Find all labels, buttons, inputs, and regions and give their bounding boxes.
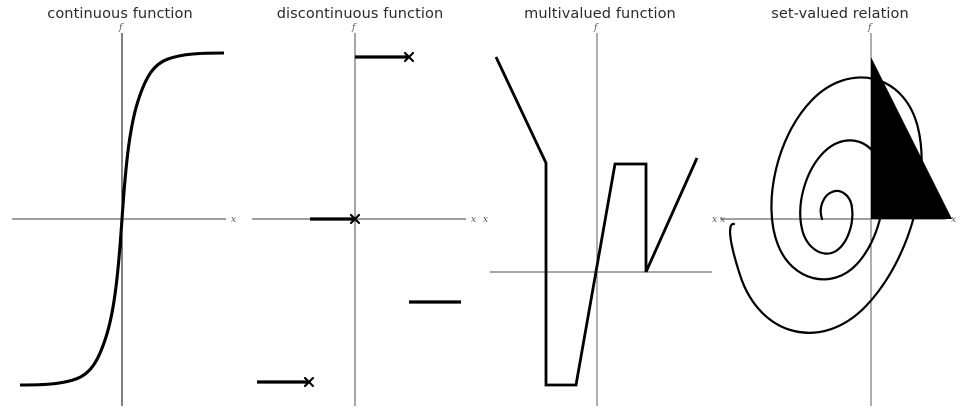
- panel-discontinuous-function: discontinuous function x f: [240, 0, 480, 412]
- panel-title-set-valued: set-valued relation: [771, 6, 909, 22]
- filled-triangle-shape: [871, 57, 952, 219]
- y-axis-label: f: [593, 23, 599, 33]
- panel-set-valued-relation: set-valued relation x x f: [720, 0, 960, 412]
- x-axis-label: x: [951, 215, 956, 225]
- open-endpoint-x-icon-origin: [349, 213, 361, 225]
- x-axis-label-left: x: [483, 215, 488, 225]
- panel-continuous-function: continuous function x f: [0, 0, 240, 412]
- panel-title-multivalued: multivalued function: [524, 6, 676, 22]
- y-axis-label: f: [118, 23, 124, 33]
- y-axis-label: f: [351, 23, 357, 33]
- plot-set-valued-relation: x x f: [720, 23, 956, 406]
- plot-discontinuous-function: x f: [252, 23, 476, 406]
- open-endpoint-x-icon-top: [403, 51, 415, 63]
- spiral-curve: [728, 76, 923, 334]
- x-axis-label: x: [712, 215, 717, 225]
- panel-multivalued-function: multivalued function x x f: [480, 0, 720, 412]
- x-axis-label: x: [231, 215, 236, 225]
- panel-title-continuous: continuous function: [47, 6, 193, 22]
- plot-continuous-function: x f: [12, 23, 236, 406]
- multivalued-polyline: [494, 56, 699, 387]
- plot-multivalued-function: x x f: [483, 23, 717, 406]
- panel-title-discontinuous: discontinuous function: [276, 6, 444, 22]
- sigmoid-curve: [19, 51, 225, 387]
- x-axis-label-left: x: [720, 215, 725, 225]
- open-endpoint-x-icon-bottom-left: [303, 376, 315, 388]
- y-axis-label: f: [867, 23, 873, 33]
- x-axis-label: x: [471, 215, 476, 225]
